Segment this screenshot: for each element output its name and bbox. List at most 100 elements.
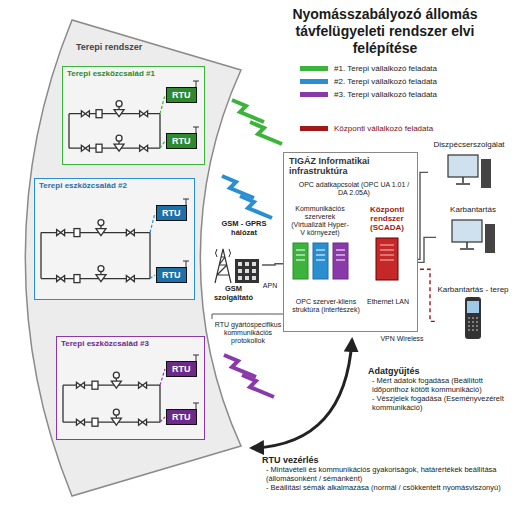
group-illustration [63, 67, 206, 166]
server-tower [313, 243, 328, 279]
free-label: - Mintavételi és kommunikációs gyakorisá… [266, 466, 506, 483]
valve-symbol [139, 382, 147, 388]
legend-text: #2. Terepi vállalkozó feladata [334, 77, 437, 86]
label-wrap: OPC adatkapcsolat (OPC UA 1.01 / DA 2.05… [296, 181, 412, 197]
signal-line [160, 141, 165, 148]
valve-symbol [139, 419, 147, 425]
field-handheld: Karbantartás - terep [436, 285, 510, 340]
server-slots [296, 250, 305, 260]
regulator-head [116, 101, 122, 107]
label-wrap: - Mintavételi és kommunikációs gyakorisá… [266, 466, 506, 483]
station-schematic [41, 220, 150, 283]
server-tower [293, 243, 308, 279]
label-wrap: Ethernet LAN [364, 298, 412, 306]
scada-heading: Központi rendszer (SCADA) [361, 205, 413, 233]
valve-symbol [81, 111, 89, 117]
station-schematic [63, 372, 160, 426]
free-label: RTU gyártóspecifikus kommunikációs proto… [208, 321, 288, 345]
label-wrap: OPC szerver-kliens struktúra (interfésze… [290, 298, 362, 314]
valve-symbol [126, 230, 134, 236]
legend-row: Központi vállalkozó feladata [300, 124, 505, 133]
rtu-label: RTU [172, 412, 191, 422]
building-window [245, 262, 249, 266]
rtu-box: RTU [166, 409, 197, 425]
infrastructure-heading: TIGÁZ Informatikai infrastruktúra [289, 156, 414, 177]
pipeline [63, 385, 160, 422]
rtu-antenna [193, 355, 199, 361]
legend-text: #1. Terepi vállalkozó feladata [334, 64, 437, 73]
workstation: Diszpécserszolgálat [428, 140, 510, 192]
group-heading-wrap: Terepi eszközcsalád #1 [67, 69, 157, 78]
label-wrap: - Beállítási sémák alkalmazása (normál /… [266, 484, 506, 493]
label-wrap: GSM - GPRS hálózat [208, 220, 280, 237]
signal-bolt [232, 100, 264, 122]
workstation: Karbantartás [436, 205, 510, 257]
rtu-label: RTU [172, 364, 191, 374]
building-window [238, 262, 242, 266]
signal-line [160, 417, 165, 422]
legend-row: #1. Terepi vállalkozó feladata [300, 64, 505, 73]
label-wrap: RTU vezérlés [262, 455, 506, 465]
filter-symbol [96, 144, 102, 152]
rtu-antenna [193, 81, 199, 87]
scada-slots [380, 245, 394, 260]
handheld-screen [467, 301, 479, 313]
legend-swatch [300, 92, 328, 97]
gsm-tower-icon [205, 245, 262, 285]
signal-line [160, 369, 165, 385]
label-wrap: APN [258, 282, 282, 290]
pipeline [41, 233, 150, 279]
regulator-head [98, 266, 104, 272]
signal-bolt [240, 196, 272, 218]
band-shape [25, 20, 241, 496]
building-window [238, 269, 242, 273]
handheld-keys [468, 318, 478, 330]
handheld-icon [461, 296, 485, 340]
group-heading-wrap: Terepi eszközcsalád #2 [39, 181, 129, 190]
rtu-label: RTU [172, 136, 191, 146]
handheld-label: Karbantartás - terep [436, 285, 510, 294]
valve-symbol [140, 111, 148, 117]
workstation-label: Diszpécserszolgálat [428, 140, 510, 149]
computer-icon [448, 217, 498, 257]
building-window [245, 269, 249, 273]
monitor [448, 155, 478, 177]
scada-server-icon [372, 237, 402, 281]
label-wrap: - Vészjelek fogadása (Eseményvezérelt ko… [372, 395, 508, 412]
central-scada: Központi rendszer (SCADA) [361, 205, 413, 281]
free-label: RTU vezérlés [262, 455, 506, 465]
regulator-head [113, 409, 119, 415]
rtu-box: RTU [156, 267, 187, 283]
filter-symbol [74, 229, 80, 237]
signal-bolt [222, 176, 254, 198]
pipeline [69, 114, 160, 149]
free-label: APN [258, 282, 282, 290]
regulator-symbol [111, 415, 121, 425]
group-heading: Terepi eszközcsalád #1 [67, 69, 157, 78]
comm-servers: Kommunikációs szerverek (Virtualizált Hy… [289, 205, 351, 281]
diagram-title: Nyomásszabályozó állomás távfelügyeleti … [262, 6, 508, 56]
valve-symbol [140, 145, 148, 151]
rtu-box: RTU [166, 133, 197, 149]
workstation-label: Karbantartás [436, 205, 510, 214]
regulator-head [98, 220, 104, 226]
label-wrap: - Mért adatok fogadása (Beállított időpo… [372, 377, 508, 394]
valve-symbol [76, 382, 84, 388]
valve-symbol [57, 276, 65, 282]
regulator-head [113, 372, 119, 378]
signal-bolt [250, 122, 282, 144]
group-heading-wrap: Terepi eszközcsalád #3 [61, 339, 151, 348]
signal-bolt [224, 355, 256, 377]
infrastructure-heading-wrap: TIGÁZ Informatikai infrastruktúra [289, 156, 414, 177]
rtu-label: RTU [172, 90, 191, 100]
group-heading: Terepi eszközcsalád #2 [39, 181, 129, 190]
pc-tower [485, 224, 495, 253]
free-label: VPN Wireless [378, 335, 426, 343]
regulator-symbol [114, 141, 124, 151]
regulator-head [116, 135, 122, 141]
tower-lattice [215, 249, 231, 283]
signal-line [150, 213, 155, 233]
valve-symbol [126, 276, 134, 282]
label-wrap: RTU gyártóspecifikus kommunikációs proto… [208, 321, 288, 345]
